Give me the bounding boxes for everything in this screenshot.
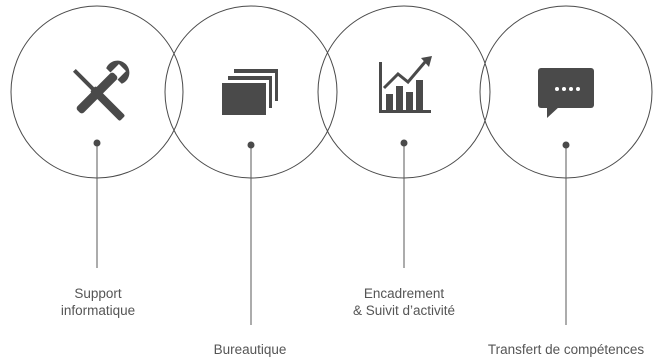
service-label-line: informatique [60,303,136,318]
stacked-windows-icon [222,69,278,115]
service-label-line: Support [74,286,122,301]
chat-bubble-icon [538,68,594,118]
service-label-transfert: Transfert de compétences [488,341,644,358]
service-label-line: Encadrement [363,286,445,301]
connector-dot-transfert [562,141,570,149]
service-label-encadrement: Encadrement & Suivit d’activité [353,285,455,319]
service-node-bureautique [164,5,338,325]
service-label-line: & Suivit d’activité [352,303,456,318]
growth-chart-icon [379,56,432,113]
service-node-support [10,5,184,268]
service-label-bureautique: Bureautique [214,341,287,358]
connector-dot-encadrement [400,139,408,147]
connector-dot-support [93,139,101,147]
service-node-encadrement [317,5,491,268]
service-label-line: Transfert de compétences [487,342,645,357]
service-label-support: Support informatique [61,285,135,319]
connector-dot-bureautique [247,141,255,149]
service-label-line: Bureautique [213,342,287,357]
service-node-transfert [479,5,653,325]
tools-icon [72,60,130,121]
